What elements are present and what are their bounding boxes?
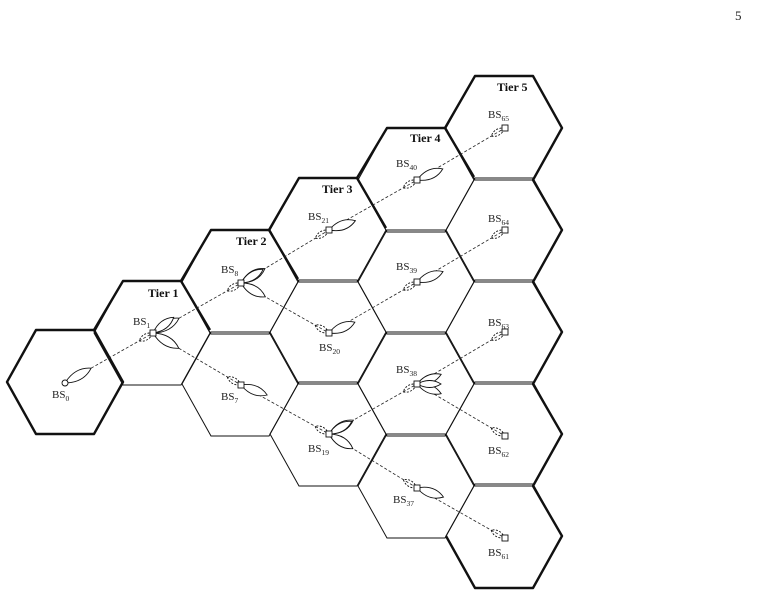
bs-marker — [325, 329, 333, 337]
main-lobe — [240, 384, 268, 397]
bs-marker — [325, 430, 333, 438]
bs-label-65: BS65 — [488, 109, 509, 123]
main-lobe — [416, 270, 444, 283]
bs-label-61: BS61 — [488, 547, 509, 561]
bs-marker — [501, 432, 509, 440]
bs-marker — [325, 226, 333, 234]
bs-marker — [501, 226, 509, 234]
back-lobe — [402, 479, 418, 489]
tier-3-boundary — [267, 176, 388, 231]
bs-label-19: BS19 — [308, 443, 329, 457]
back-lobe — [402, 383, 418, 393]
tier-label-2: Tier 2 — [236, 234, 267, 248]
bs-label-64: BS64 — [488, 213, 509, 227]
back-lobe — [314, 425, 330, 435]
link-lines — [64, 127, 506, 539]
back-lobe — [402, 281, 418, 291]
main-lobe — [416, 380, 442, 388]
main-lobe — [240, 282, 267, 298]
bs-label-38: BS38 — [396, 364, 417, 378]
back-lobe — [490, 127, 506, 137]
page-number: 5 — [735, 8, 742, 23]
tier-label-4: Tier 4 — [410, 131, 441, 145]
tier-4-boundary — [355, 126, 476, 179]
bs-label-7: BS7 — [221, 391, 238, 405]
tier-5-boundary — [443, 74, 564, 590]
back-lobe — [490, 529, 506, 539]
main-lobe — [416, 167, 444, 181]
main-lobe — [152, 332, 180, 349]
main-lobe — [240, 268, 264, 284]
bs-label-21: BS21 — [308, 211, 329, 225]
bs-marker — [413, 176, 421, 184]
main-lobe — [328, 420, 353, 435]
bs-marker — [413, 380, 421, 388]
bs-marker — [501, 124, 509, 132]
bs-label-40: BS40 — [396, 158, 417, 172]
cell-grid — [6, 75, 563, 589]
bs-marker — [149, 329, 157, 337]
back-lobe — [314, 324, 330, 334]
main-lobe — [328, 219, 357, 232]
back-lobe — [490, 331, 506, 341]
bs-label-0: BS0 — [52, 389, 69, 403]
bs-label-1: BS1 — [133, 316, 150, 330]
center-cell-outline — [5, 328, 125, 436]
tier-label-1: Tier 1 — [148, 286, 179, 300]
tier-1-boundary — [92, 279, 212, 331]
tier-label-3: Tier 3 — [322, 182, 353, 196]
bs-label-37: BS37 — [393, 494, 414, 508]
bs-label-63: BS63 — [488, 317, 509, 331]
bs-label-62: BS62 — [488, 445, 509, 459]
back-lobe — [226, 376, 242, 386]
bs-label-20: BS20 — [319, 342, 340, 356]
main-lobe — [328, 321, 356, 334]
base-station-markers — [61, 124, 509, 542]
main-lobe — [328, 433, 354, 450]
bs-marker — [237, 381, 245, 389]
bs-marker — [501, 534, 509, 542]
bs-label-39: BS39 — [396, 261, 417, 275]
tier-2-boundary — [179, 228, 300, 282]
bs-marker — [413, 484, 421, 492]
tier-boundaries — [5, 74, 564, 590]
bs-label-8: BS8 — [221, 264, 238, 278]
antenna-lobes — [64, 127, 506, 539]
back-lobe — [490, 229, 506, 239]
main-lobe — [152, 316, 175, 334]
main-lobe — [416, 486, 445, 499]
bs-marker — [413, 278, 421, 286]
bs-marker — [61, 379, 69, 387]
back-lobe — [314, 229, 330, 239]
back-lobe — [402, 179, 418, 189]
main-lobe — [64, 367, 92, 384]
bs-marker — [237, 279, 245, 287]
tier-label-5: Tier 5 — [497, 80, 528, 94]
back-lobe — [490, 427, 506, 437]
back-lobe — [226, 282, 242, 292]
back-lobe — [138, 332, 154, 342]
bs-marker — [501, 328, 509, 336]
